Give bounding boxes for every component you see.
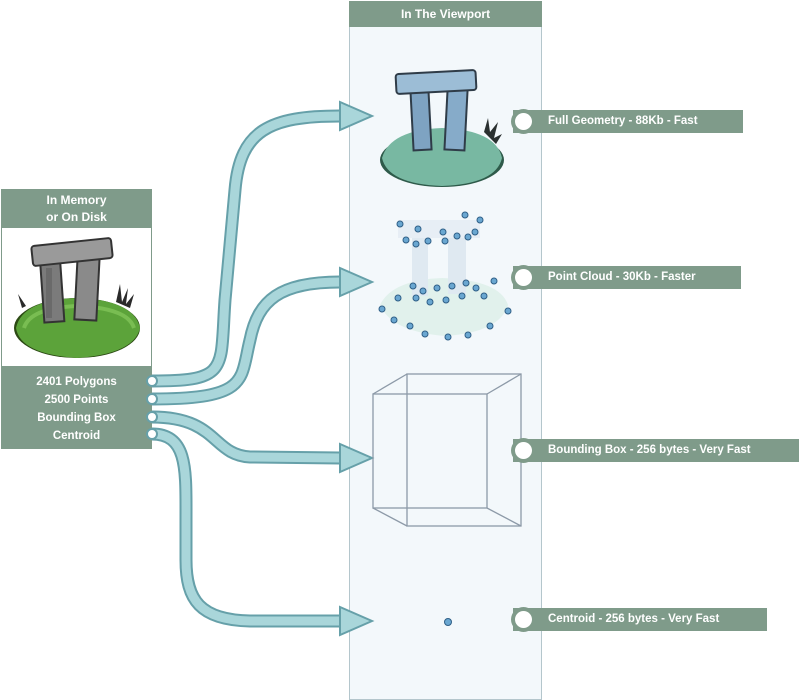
label-text: Full Geometry - 88Kb - Fast [548, 115, 698, 127]
label-text: Bounding Box - 256 bytes - Very Fast [548, 444, 751, 456]
memory-image-box [1, 227, 152, 367]
memory-item-polygons: 2401 Polygons [36, 376, 117, 388]
wireframe-bounding-box-icon [372, 373, 522, 527]
memory-header-line2: or On Disk [46, 210, 107, 224]
centroid-dot-icon [444, 618, 452, 626]
label-point-cloud: Point Cloud - 30Kb - Faster [511, 265, 741, 290]
memory-item-list: 2401 Polygons 2500 Points Bounding Box C… [1, 367, 152, 449]
label-knob-icon [511, 607, 536, 632]
label-text: Centroid - 256 bytes - Very Fast [548, 613, 720, 625]
stonehenge-gray-icon [14, 237, 140, 358]
memory-port-circles [146, 375, 158, 440]
label-knob-icon [511, 438, 536, 463]
memory-item-bounding-box: Bounding Box [37, 412, 116, 424]
viewport-header: In The Viewport [349, 1, 542, 27]
stonehenge-full-geometry-icon [380, 69, 504, 187]
memory-header-line1: In Memory [46, 193, 107, 207]
memory-header: In Memory or On Disk [1, 189, 152, 227]
memory-item-centroid: Centroid [52, 430, 101, 442]
label-full-geometry: Full Geometry - 88Kb - Fast [511, 109, 743, 134]
label-bounding-box: Bounding Box - 256 bytes - Very Fast [511, 438, 799, 463]
label-knob-icon [511, 265, 536, 290]
connector-centroid [151, 427, 375, 637]
connector-bounding-box [151, 410, 375, 474]
connector-point-cloud [151, 266, 375, 406]
memory-item-points: 2500 Points [44, 394, 109, 406]
label-knob-icon [511, 109, 536, 134]
stonehenge-point-cloud-icon [378, 211, 512, 341]
connector-full-geometry [151, 100, 375, 388]
label-text: Point Cloud - 30Kb - Faster [548, 271, 696, 283]
label-centroid: Centroid - 256 bytes - Very Fast [511, 607, 767, 632]
